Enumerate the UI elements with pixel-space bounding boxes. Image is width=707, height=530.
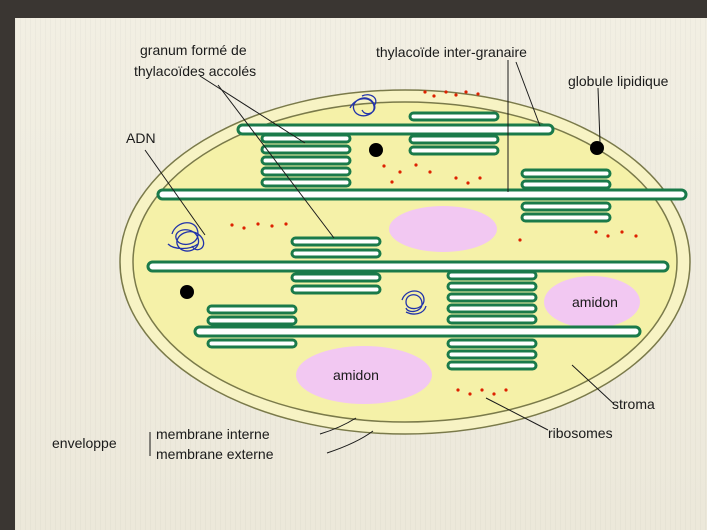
starch-grain-top xyxy=(389,206,497,252)
granum-disc xyxy=(522,214,610,221)
lipid-globule xyxy=(369,143,383,157)
membrane-inner-label: membrane interne xyxy=(156,426,270,442)
thylakoid-inter-label: thylacoïde inter-granaire xyxy=(376,44,527,60)
inter-granal-thylakoid xyxy=(158,190,686,199)
dna-label: ADN xyxy=(126,130,156,146)
granum-disc xyxy=(410,113,498,120)
lipid-globule xyxy=(180,285,194,299)
lipid-globule xyxy=(590,141,604,155)
granum-disc xyxy=(208,340,296,347)
granum-disc xyxy=(448,340,536,347)
starch-label-right: amidon xyxy=(572,294,618,310)
granum-disc xyxy=(262,179,350,186)
granum-disc xyxy=(208,306,296,313)
granum-disc xyxy=(448,272,536,279)
granum-label-line2: thylacoïdes accolés xyxy=(134,63,256,79)
granum-label-line1: granum formé de xyxy=(140,42,247,58)
envelope-label: enveloppe xyxy=(52,435,117,451)
granum-disc xyxy=(448,351,536,358)
granum-disc xyxy=(448,283,536,290)
granum-disc xyxy=(292,238,380,245)
lipid-globule-label: globule lipidique xyxy=(568,73,669,89)
stroma-label: stroma xyxy=(612,396,655,412)
granum-disc xyxy=(522,203,610,210)
granum-disc xyxy=(208,317,296,324)
granum-disc xyxy=(262,146,350,153)
granum-disc xyxy=(448,316,536,323)
granum-disc xyxy=(410,147,498,154)
granum-disc xyxy=(448,362,536,369)
inter-granal-thylakoid xyxy=(238,125,553,134)
granum-disc xyxy=(292,250,380,257)
starch-label-bottom: amidon xyxy=(333,367,379,383)
granum-disc xyxy=(292,286,380,293)
granum-disc xyxy=(448,294,536,301)
membrane-outer-label: membrane externe xyxy=(156,446,274,462)
inter-granal-thylakoid xyxy=(195,327,640,336)
inter-granal-thylakoid xyxy=(148,262,668,271)
ribosomes-label: ribosomes xyxy=(548,425,613,441)
granum-disc xyxy=(292,274,380,281)
granum-disc xyxy=(522,170,610,177)
granum-disc xyxy=(262,168,350,175)
granum-disc xyxy=(410,136,498,143)
granum-disc xyxy=(448,305,536,312)
granum-disc xyxy=(522,181,610,188)
granum-disc xyxy=(262,135,350,142)
